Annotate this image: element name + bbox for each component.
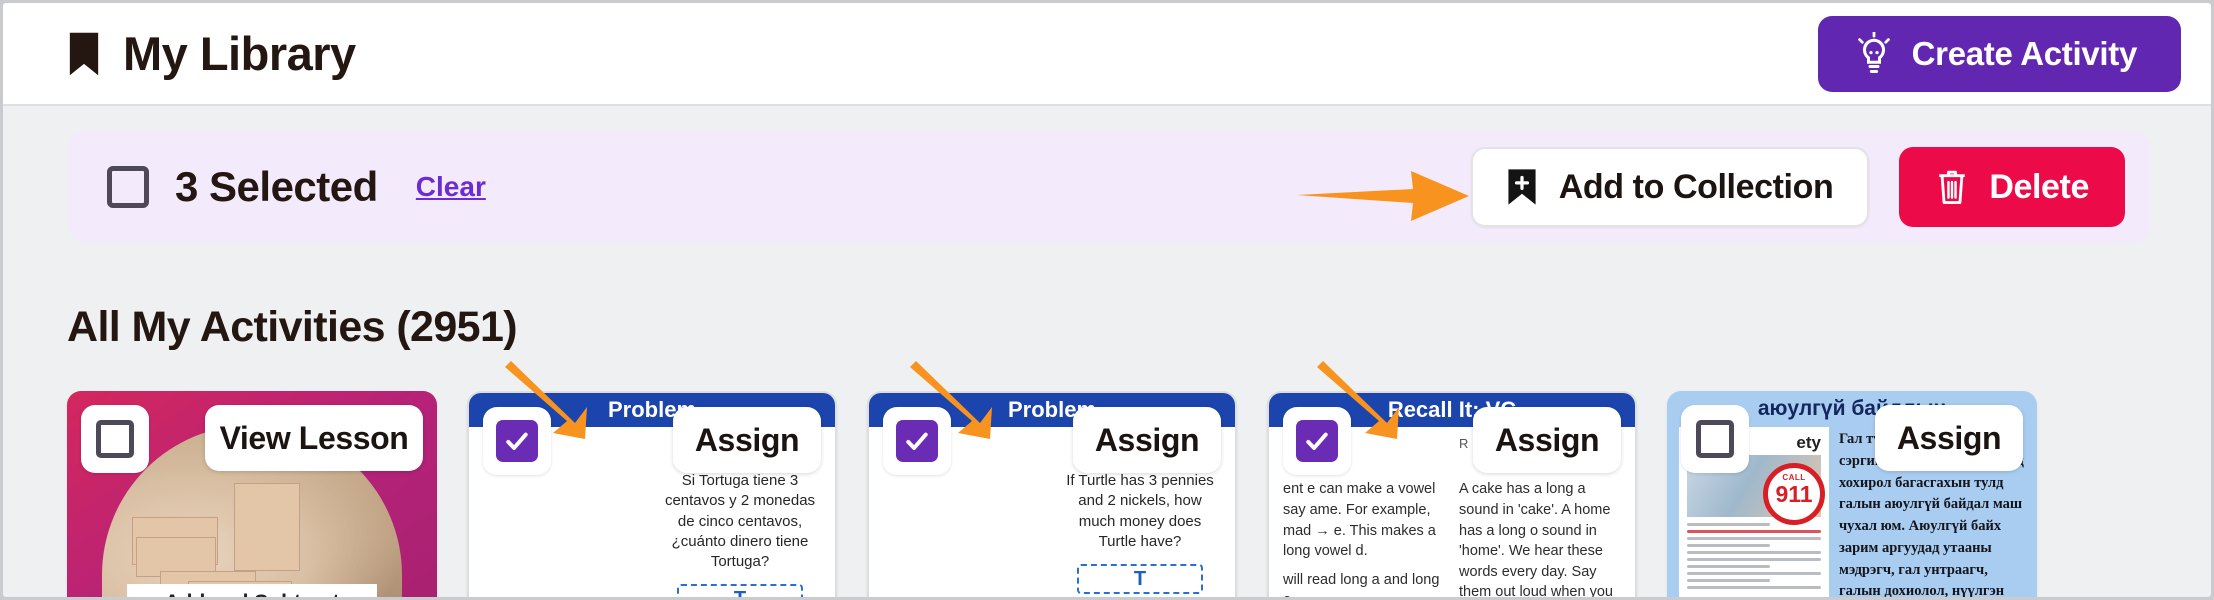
checkbox-checked-icon bbox=[896, 420, 938, 462]
trash-icon bbox=[1935, 167, 1969, 207]
document-text-lines bbox=[1679, 517, 1829, 597]
delete-button[interactable]: Delete bbox=[1899, 147, 2125, 227]
add-to-collection-button[interactable]: Add to Collection bbox=[1470, 147, 1870, 227]
bookmark-icon bbox=[67, 29, 101, 79]
checkbox-unchecked-icon bbox=[1696, 420, 1734, 458]
document-title: ety bbox=[1796, 433, 1821, 452]
assign-button[interactable]: Assign bbox=[1875, 405, 2023, 471]
card-caption: Add and Subtract bbox=[127, 583, 377, 597]
page-header: My Library Create Activity bbox=[3, 3, 2211, 106]
badge-number-label: 911 bbox=[1775, 480, 1813, 507]
assign-button[interactable]: Assign bbox=[673, 407, 821, 473]
card-checkbox[interactable] bbox=[483, 407, 551, 475]
left-column-text-2: will read long a and long o bbox=[1283, 571, 1440, 597]
assign-button[interactable]: Assign bbox=[1473, 407, 1621, 473]
view-lesson-button[interactable]: View Lesson bbox=[205, 405, 423, 471]
worksheet-question: If Turtle has 3 pennies and 2 nickels, h… bbox=[1066, 472, 1214, 550]
document-thumbnail: ety CALL 911 bbox=[1679, 427, 1829, 597]
selection-summary: 3 Selected Clear bbox=[107, 163, 486, 211]
card-checkbox[interactable] bbox=[1283, 407, 1351, 475]
lightbulb-icon bbox=[1854, 31, 1894, 76]
activity-card[interactable]: аюулгүй байдлын ety CALL 911 Гал bbox=[1667, 391, 2037, 597]
checkbox-unchecked-icon bbox=[96, 420, 134, 458]
activity-card-grid: View Lesson Add and Subtract Problem Si … bbox=[67, 391, 2037, 600]
card-checkbox[interactable] bbox=[883, 407, 951, 475]
clear-selection-link[interactable]: Clear bbox=[415, 171, 486, 202]
create-activity-label: Create Activity bbox=[1911, 34, 2138, 72]
badge-call-label: CALL bbox=[1782, 473, 1806, 482]
mongolian-body: ety CALL 911 Гал түймрийн аюулаас сэргий… bbox=[1667, 427, 2037, 597]
worksheet-question: Si Tortuga tiene 3 centavos y 2 monedas … bbox=[664, 472, 816, 570]
activity-card[interactable]: Recall It: VC r ent e can make a vowel s… bbox=[1267, 391, 1637, 600]
activity-card[interactable]: Problem Si Tortuga tiene 3 centavos y 2 … bbox=[467, 391, 837, 597]
worksheet-body: If Turtle has 3 pennies and 2 nickels, h… bbox=[869, 427, 1235, 597]
card-checkbox[interactable] bbox=[1681, 405, 1749, 473]
bookmark-plus-icon bbox=[1507, 168, 1537, 206]
selection-toolbar: 3 Selected Clear Add to Collection Delet… bbox=[69, 131, 2151, 243]
checkbox-checked-icon bbox=[1296, 420, 1338, 462]
section-title: All My Activities (2951) bbox=[67, 303, 518, 351]
assign-button[interactable]: Assign bbox=[1073, 407, 1221, 473]
call-911-badge: CALL 911 bbox=[1763, 463, 1825, 525]
worksheet-body: Si Tortuga tiene 3 centavos y 2 monedas … bbox=[469, 427, 835, 597]
activity-card[interactable]: Problem If Turtle has 3 pennies and 2 ni… bbox=[867, 391, 1237, 597]
left-column-text: ent e can make a vowel say ame. For exam… bbox=[1283, 481, 1436, 560]
selection-actions: Add to Collection Delete bbox=[1470, 147, 2125, 227]
create-activity-button[interactable]: Create Activity bbox=[1817, 15, 2181, 92]
card-checkbox[interactable] bbox=[81, 405, 149, 473]
add-to-collection-label: Add to Collection bbox=[1558, 167, 1834, 206]
right-column-text: A cake has a long a sound in 'cake'. A h… bbox=[1459, 481, 1613, 600]
title-group: My Library bbox=[67, 26, 356, 81]
checkbox-checked-icon bbox=[496, 420, 538, 462]
select-all-checkbox[interactable] bbox=[107, 166, 149, 208]
worksheet-body: r ent e can make a vowel say ame. For ex… bbox=[1269, 427, 1635, 600]
selected-count-label: 3 Selected bbox=[175, 163, 378, 210]
page-title: My Library bbox=[123, 27, 356, 80]
delete-label: Delete bbox=[1989, 167, 2089, 206]
activity-card[interactable]: View Lesson Add and Subtract bbox=[67, 391, 437, 597]
answer-box[interactable]: T bbox=[1076, 564, 1204, 594]
answer-box[interactable]: T bbox=[676, 584, 804, 597]
right-column-top: R bbox=[1459, 436, 1469, 451]
fire-safety-photo: CALL 911 bbox=[1687, 455, 1825, 525]
